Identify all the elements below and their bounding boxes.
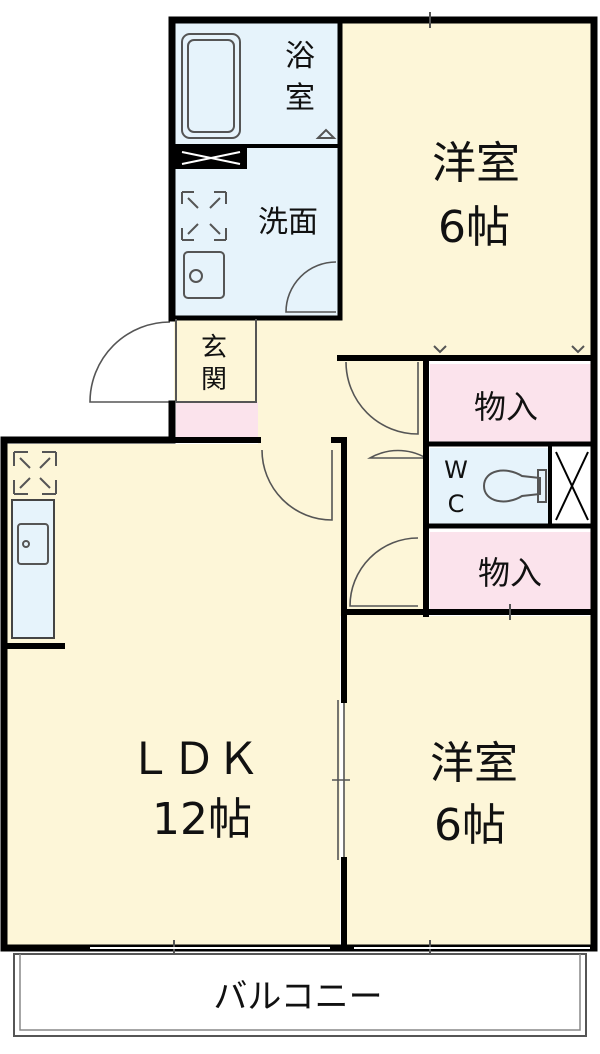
western-room-bottom-floor <box>344 616 592 946</box>
wc-label-1: W <box>444 456 468 484</box>
bath-drain-mark <box>315 128 337 139</box>
balcony-outline <box>13 953 587 1037</box>
entrance-label-1: 玄 <box>201 333 227 363</box>
balcony-label: バルコニー <box>213 977 382 1017</box>
bathtub-inner <box>187 39 235 133</box>
sink-drain <box>22 540 30 548</box>
ldk-partition-upper <box>331 437 347 703</box>
outer-wall-main <box>0 400 598 952</box>
storage-bottom-label: 物入 <box>478 554 542 592</box>
western-room-top-floor <box>342 22 592 358</box>
storage-top-floor <box>430 364 592 444</box>
labels: 浴 室 洗面 玄 関 洋室 6帖 物入 W C 物入 ＬＤＫ 12帖 洋室 6帖… <box>128 39 542 1017</box>
washroom-door <box>285 261 337 313</box>
fixtures <box>13 33 589 565</box>
western-top-size: 6帖 <box>438 202 510 253</box>
entrance-tile <box>174 320 258 402</box>
wet-area-wall <box>169 17 343 321</box>
entrance-door <box>89 321 171 403</box>
entrance-landing <box>176 402 258 440</box>
wc-floor <box>430 448 548 524</box>
fridge-space <box>13 451 57 495</box>
western-bottom-door <box>349 537 419 607</box>
ldk-floor <box>6 444 340 946</box>
outer-wall-top-right <box>168 16 598 616</box>
walls <box>0 16 598 952</box>
entrance-frame <box>175 319 257 403</box>
ldk-door <box>261 449 333 521</box>
storage-bottom-floor <box>430 532 592 610</box>
ldk-name: ＬＤＫ <box>128 734 260 785</box>
balcony-inner-line <box>19 954 581 1031</box>
western-bottom-size: 6帖 <box>434 800 506 851</box>
kitchen-counter <box>11 499 55 639</box>
balcony <box>13 953 587 1037</box>
ldk-size: 12帖 <box>152 794 252 845</box>
western-top-name: 洋室 <box>432 138 520 189</box>
washroom-label: 洗面 <box>258 205 318 240</box>
wash-basin <box>183 251 225 299</box>
bathtub <box>181 33 241 139</box>
toilet-bowl <box>482 469 541 503</box>
wc-door <box>367 449 427 459</box>
washing-machine-space <box>181 191 227 241</box>
floor-fills <box>6 22 592 946</box>
toilet-tank <box>537 469 547 503</box>
basin-drain <box>189 269 203 283</box>
bath-label-2: 室 <box>285 81 315 116</box>
shaft-cross <box>555 451 589 521</box>
bath-vent-cross <box>181 151 241 165</box>
kitchen-sink <box>17 523 49 565</box>
storage-top-label: 物入 <box>474 388 538 426</box>
closet-marks-top <box>433 345 585 354</box>
western-top-door <box>345 361 419 435</box>
entrance-label-2: 関 <box>201 365 227 395</box>
western-bottom-name: 洋室 <box>430 738 518 789</box>
wc-label-2: C <box>448 490 465 518</box>
bath-label-1: 浴 <box>285 39 315 74</box>
door-swings <box>89 261 427 860</box>
